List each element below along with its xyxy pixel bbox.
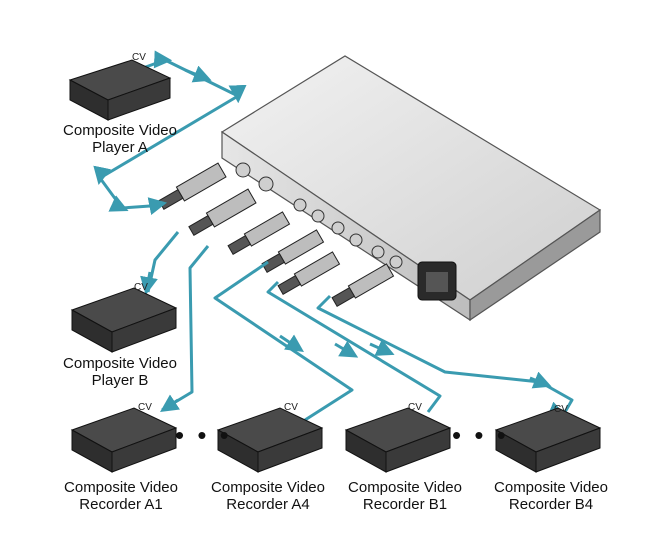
ellipsis-a: • • •: [175, 420, 232, 450]
cv-port-label: CV: [408, 402, 422, 413]
device-recorder-b1: CV: [344, 402, 452, 473]
ellipsis-b: • • •: [452, 420, 509, 450]
label-recorder-b4: Composite Video Recorder B4: [494, 479, 608, 513]
label-player-b: Composite Video Player B: [63, 355, 177, 389]
switcher-unit: [158, 55, 602, 322]
device-recorder-a1: CV: [70, 402, 178, 473]
label-player-a: Composite Video Player A: [63, 122, 177, 156]
bnc-connectors: [235, 162, 403, 269]
cv-port-label: CV: [138, 402, 152, 413]
cable-recorder-b4: [316, 294, 574, 413]
chassis-side: [469, 208, 601, 322]
device-recorder-a4: CV: [216, 402, 324, 473]
cv-port-label: CV: [132, 52, 146, 63]
device-player-b: CV: [70, 282, 178, 353]
cable-player-a: [93, 50, 247, 212]
label-recorder-a4: Composite Video Recorder A4: [211, 479, 325, 513]
cable-player-b: [146, 231, 180, 293]
device-player-a: CV: [68, 52, 172, 121]
cv-port-label: CV: [284, 402, 298, 413]
label-recorder-a1: Composite Video Recorder A1: [64, 479, 178, 513]
cables: [93, 50, 574, 422]
power-socket: [417, 261, 457, 301]
watermark: Avito: [600, 502, 654, 527]
device-recorder-b4: CV: [494, 404, 602, 473]
cv-port-label: CV: [134, 282, 148, 293]
cv-port-label: CV: [554, 404, 568, 415]
label-recorder-b1: Composite Video Recorder B1: [348, 479, 462, 513]
cable-recorder-a4: [213, 260, 354, 422]
